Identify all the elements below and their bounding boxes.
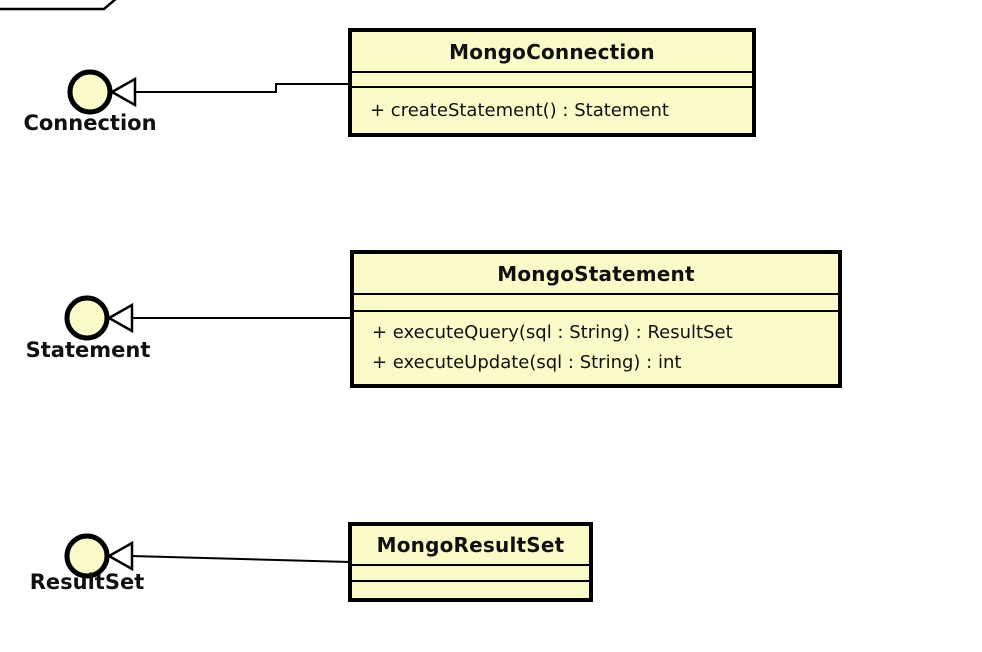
method-line: + executeQuery(sql : String) : ResultSet <box>372 322 733 343</box>
realization-arrow-icon <box>106 540 134 572</box>
frame-tab-corner <box>0 0 117 11</box>
class-attributes-compartment <box>354 295 838 312</box>
lollipop-interface-icon <box>64 533 110 579</box>
class-attributes-compartment <box>352 73 752 88</box>
connector-line <box>130 555 351 563</box>
interface-label-connection: Connection <box>23 111 157 135</box>
class-title: MongoResultSet <box>352 526 589 566</box>
interface-label-statement: Statement <box>25 338 151 362</box>
method-line: + createStatement() : Statement <box>370 100 669 121</box>
realization-arrow-icon <box>106 302 134 334</box>
class-methods-compartment: + executeQuery(sql : String) : ResultSet… <box>354 312 838 384</box>
class-attributes-compartment <box>352 566 589 582</box>
class-methods-compartment: + createStatement() : Statement <box>352 88 752 133</box>
lollipop-interface-icon <box>64 295 110 341</box>
class-methods-compartment <box>352 582 589 598</box>
class-box-mongostatement: MongoStatement + executeQuery(sql : Stri… <box>350 250 842 388</box>
class-title: MongoStatement <box>354 254 838 295</box>
class-box-mongoconnection: MongoConnection + createStatement() : St… <box>348 28 756 137</box>
class-title: MongoConnection <box>352 32 752 73</box>
interface-label-resultset: ResultSet <box>29 570 145 594</box>
connector-line <box>134 83 348 93</box>
method-line: + executeUpdate(sql : String) : int <box>372 352 682 373</box>
class-box-mongoresultset: MongoResultSet <box>348 522 593 602</box>
lollipop-interface-icon <box>67 69 113 115</box>
realization-arrow-icon <box>109 76 137 108</box>
